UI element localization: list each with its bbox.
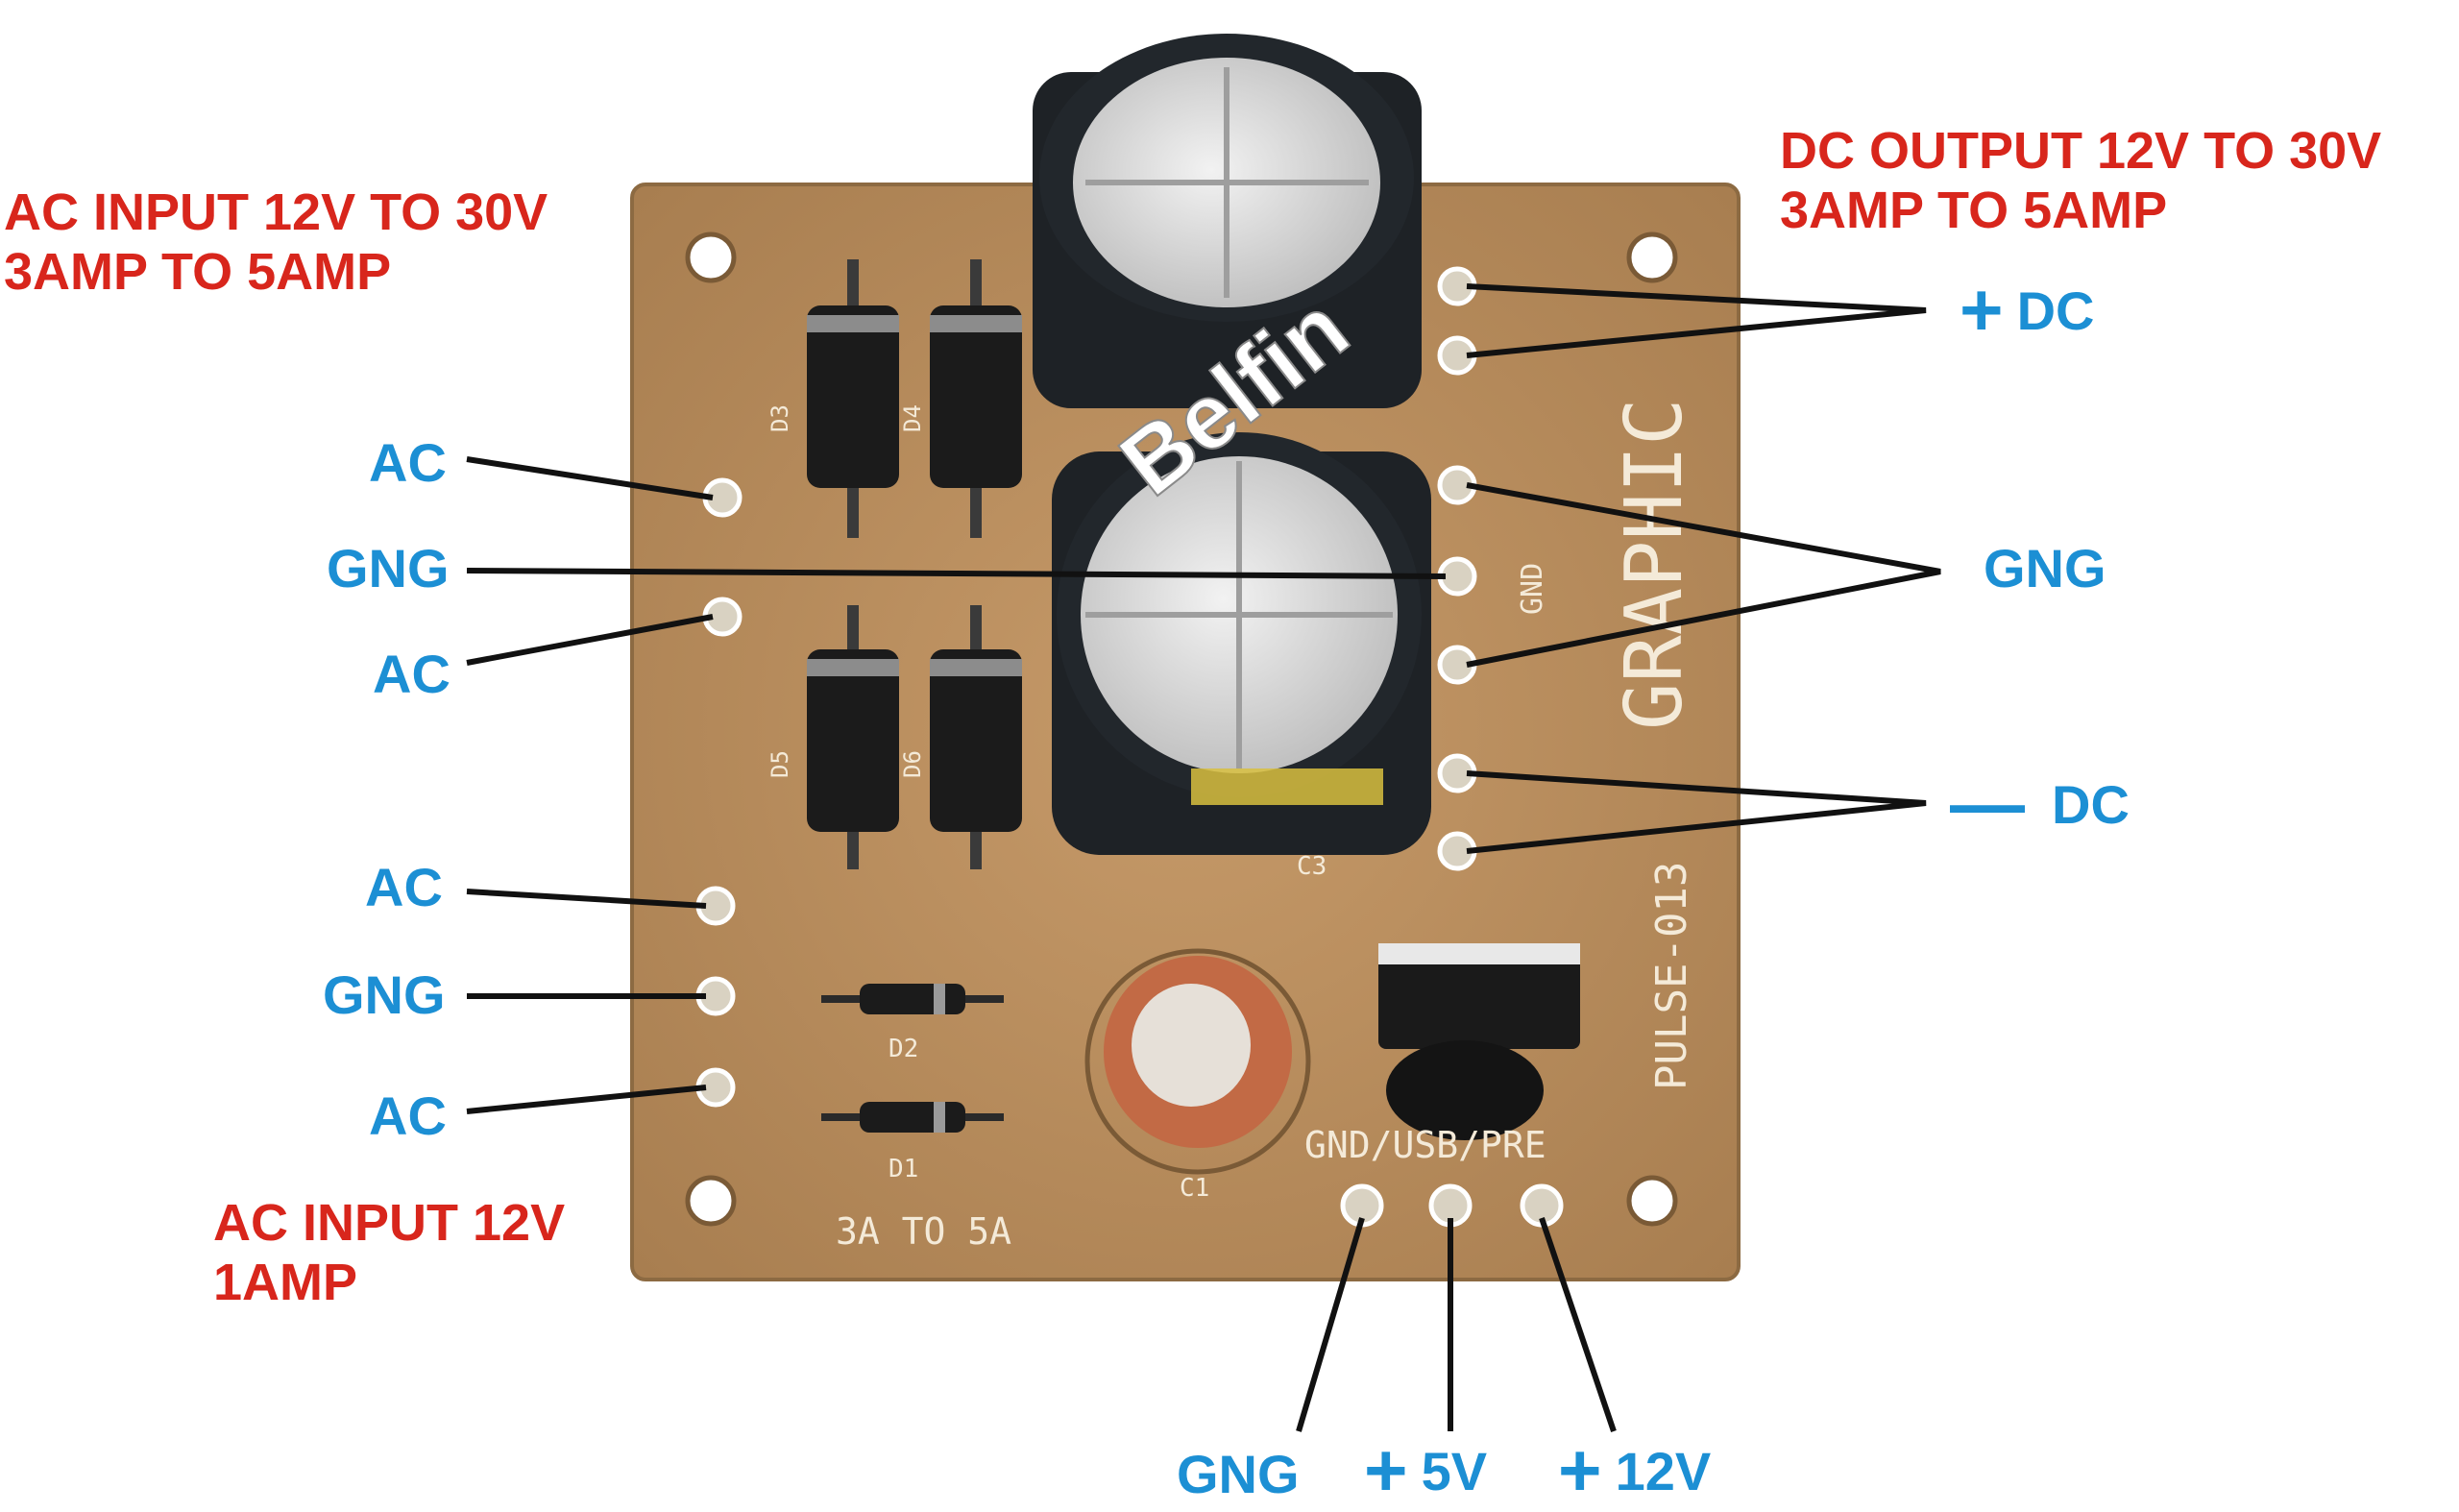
ac-input-small-label: AC INPUT 12V 1AMP xyxy=(213,1193,565,1312)
leader-minus-dc xyxy=(1466,770,1927,854)
plus-sign: + xyxy=(1364,1427,1408,1512)
label-bottom-12v-text: 12V xyxy=(1615,1441,1712,1501)
silk-ref-c1: C1 xyxy=(1180,1174,1209,1203)
silk-ref-d6: D6 xyxy=(899,750,926,778)
label-right-gng: GNG xyxy=(1984,538,2106,598)
mount-hole xyxy=(1626,232,1678,283)
dc-output-line-1: DC OUTPUT 12V TO 30V xyxy=(1780,122,2382,180)
diode-d3 xyxy=(807,259,899,538)
silk-brand: GRAPHIC xyxy=(1609,398,1700,730)
ac-input-small-line-1: AC INPUT 12V xyxy=(213,1194,566,1252)
capacitor-c1 xyxy=(1084,948,1311,1175)
leader-lines xyxy=(466,283,1941,1432)
leader-bottom-12v xyxy=(1539,1217,1617,1432)
label-left-ac-1: AC xyxy=(369,432,447,493)
label-minus-dc-text: DC xyxy=(2052,774,2130,835)
ac-input-main-label: AC INPUT 12V TO 30V 3AMP TO 5AMP xyxy=(4,183,548,302)
silk-ref-d1: D1 xyxy=(889,1155,918,1183)
voltage-regulator xyxy=(1378,943,1580,1049)
leader-ac-1 xyxy=(466,456,714,500)
silk-gnd: GND xyxy=(1516,563,1549,615)
mount-hole xyxy=(685,232,737,283)
label-left-gng-2: GNG xyxy=(323,964,446,1025)
plus-sign: + xyxy=(1960,267,2004,352)
diode-d5 xyxy=(807,605,899,869)
leader-ac-2 xyxy=(466,614,714,666)
leader-plus-dc xyxy=(1466,283,1927,358)
silk-pin-row: GND/USB/PRE xyxy=(1304,1124,1546,1166)
bridge-diodes xyxy=(807,259,1022,869)
label-plus-dc: +DC xyxy=(1960,272,2095,347)
mount-hole xyxy=(1626,1175,1678,1227)
silk-ref-d2: D2 xyxy=(889,1035,918,1063)
silk-ref-d4: D4 xyxy=(899,404,926,432)
leader-ac-3 xyxy=(466,889,707,909)
label-bottom-12v: +12V xyxy=(1558,1432,1712,1507)
mount-hole xyxy=(685,1175,737,1227)
dc-output-line-2: 3AMP TO 5AMP xyxy=(1780,182,2168,239)
ac-input-main-line-2: 3AMP TO 5AMP xyxy=(4,243,392,301)
leader-ac-4 xyxy=(466,1085,707,1114)
dc-output-label: DC OUTPUT 12V TO 30V 3AMP TO 5AMP xyxy=(1780,121,2381,240)
silk-ref-d3: D3 xyxy=(767,404,793,432)
ac-input-small-line-2: 1AMP xyxy=(213,1254,358,1311)
minus-sign: — xyxy=(1950,761,2025,845)
diode-d1 xyxy=(821,1102,1004,1133)
label-minus-dc: —DC xyxy=(1950,766,2130,841)
leader-gng-right xyxy=(1466,482,1941,668)
transistor xyxy=(1386,1040,1544,1140)
label-left-ac-4: AC xyxy=(369,1085,447,1146)
label-bottom-5v-text: 5V xyxy=(1421,1441,1488,1501)
capacitor-top xyxy=(1033,34,1422,408)
ac-input-main-line-1: AC INPUT 12V TO 30V xyxy=(4,183,548,241)
label-bottom-5v: +5V xyxy=(1364,1432,1488,1507)
silk-ref-d5: D5 xyxy=(767,750,793,778)
label-left-gng-1: GNG xyxy=(327,538,450,598)
silk-ref-c3: C3 xyxy=(1297,852,1327,881)
diode-d6 xyxy=(930,605,1022,869)
label-left-ac-2: AC xyxy=(373,644,450,704)
label-bottom-gng: GNG xyxy=(1177,1444,1300,1504)
leader-bottom-gng xyxy=(1296,1217,1365,1432)
diode-d4 xyxy=(930,259,1022,538)
label-left-ac-3: AC xyxy=(365,857,443,917)
plus-sign: + xyxy=(1558,1427,1602,1512)
diode-d2 xyxy=(821,984,1004,1014)
leader-gng-1 xyxy=(466,568,1447,579)
capacitor-bottom xyxy=(1052,432,1431,855)
silk-model: PULSE-013 xyxy=(1647,862,1696,1090)
silk-rating: 3A TO 5A xyxy=(836,1210,1011,1253)
label-plus-dc-text: DC xyxy=(2016,280,2095,341)
